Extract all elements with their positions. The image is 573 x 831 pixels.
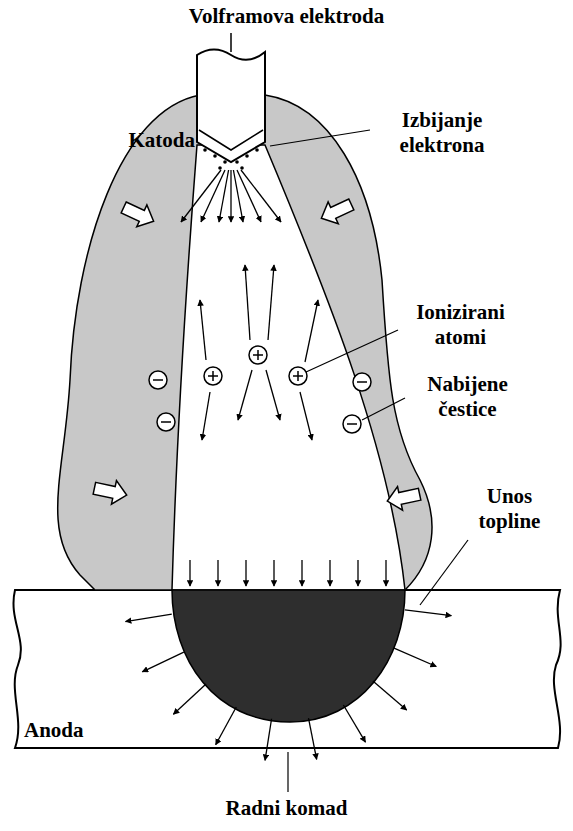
flow-arrow bbox=[238, 370, 252, 420]
flow-arrow bbox=[230, 170, 231, 222]
electron-dot bbox=[240, 166, 244, 170]
callout-label: Izbijanje elektrona bbox=[372, 108, 512, 158]
flow-arrow bbox=[173, 684, 206, 714]
flow-arrow bbox=[405, 610, 452, 616]
inward-arrow bbox=[119, 197, 159, 233]
flow-arrow bbox=[189, 560, 190, 586]
flow-arrow bbox=[373, 681, 407, 710]
flow-arrow bbox=[217, 560, 218, 586]
electron-dot bbox=[235, 160, 239, 164]
electron-dot bbox=[245, 154, 249, 158]
flow-arrow bbox=[329, 560, 330, 586]
leader-line bbox=[420, 540, 468, 605]
arc-envelope bbox=[58, 95, 432, 590]
leader-line bbox=[230, 33, 232, 52]
electron-dot bbox=[213, 154, 217, 158]
inward-arrow bbox=[92, 477, 129, 507]
electrode-tip bbox=[199, 130, 263, 150]
flow-arrow bbox=[300, 392, 312, 440]
positive-ion bbox=[249, 346, 267, 364]
flow-arrow bbox=[308, 718, 316, 759]
flow-arrow bbox=[394, 648, 436, 666]
flow-arrow bbox=[142, 652, 183, 672]
electron-dot bbox=[218, 166, 222, 170]
flow-arrow bbox=[200, 300, 206, 360]
electron-dot bbox=[203, 148, 207, 152]
negative-charge bbox=[157, 413, 175, 431]
tungsten-electrode bbox=[197, 50, 265, 163]
positive-ion bbox=[289, 367, 307, 385]
callout-label: Nabijene čestice bbox=[405, 372, 530, 422]
callout-label: Unos topline bbox=[462, 484, 557, 534]
callout-label: Ionizirani atomi bbox=[398, 300, 523, 350]
flow-arrow bbox=[216, 707, 237, 745]
negative-charge bbox=[343, 415, 361, 433]
callout-label: Volframova elektroda bbox=[0, 4, 573, 29]
flow-arrow bbox=[241, 170, 281, 222]
flow-arrow bbox=[357, 560, 358, 586]
flow-arrow bbox=[273, 560, 274, 586]
positive-ion bbox=[204, 367, 222, 385]
negative-charge bbox=[353, 373, 371, 391]
leader-line bbox=[287, 752, 288, 792]
callout-label: Radni komad bbox=[0, 796, 573, 821]
leader-line bbox=[270, 130, 370, 146]
electron-dot bbox=[255, 148, 259, 152]
flow-arrow bbox=[301, 560, 302, 586]
negative-charge bbox=[149, 371, 167, 389]
callout-label: Katoda bbox=[95, 128, 195, 153]
workpiece bbox=[13, 590, 560, 748]
flow-arrow bbox=[237, 170, 261, 222]
flow-arrow bbox=[245, 560, 246, 586]
flow-arrow bbox=[268, 265, 274, 340]
flow-arrow bbox=[126, 614, 172, 621]
callout-label: Anoda bbox=[24, 718, 134, 743]
flow-arrow bbox=[202, 392, 210, 440]
flow-arrow bbox=[201, 170, 225, 222]
leader-line bbox=[362, 398, 405, 420]
flow-arrow bbox=[266, 370, 280, 420]
electron-dot bbox=[223, 160, 227, 164]
inward-arrow bbox=[385, 483, 422, 513]
flow-arrow bbox=[265, 719, 272, 761]
leader-line bbox=[306, 330, 398, 372]
inward-arrow bbox=[316, 194, 356, 230]
flow-arrow bbox=[233, 170, 243, 222]
flow-arrow bbox=[305, 300, 318, 362]
weld-pool bbox=[172, 590, 405, 722]
flow-arrow bbox=[245, 265, 250, 340]
flow-arrow bbox=[343, 705, 365, 742]
flow-arrow bbox=[181, 170, 221, 222]
flow-arrow bbox=[385, 560, 386, 586]
flow-arrow bbox=[219, 170, 229, 222]
arc-core bbox=[172, 145, 405, 590]
